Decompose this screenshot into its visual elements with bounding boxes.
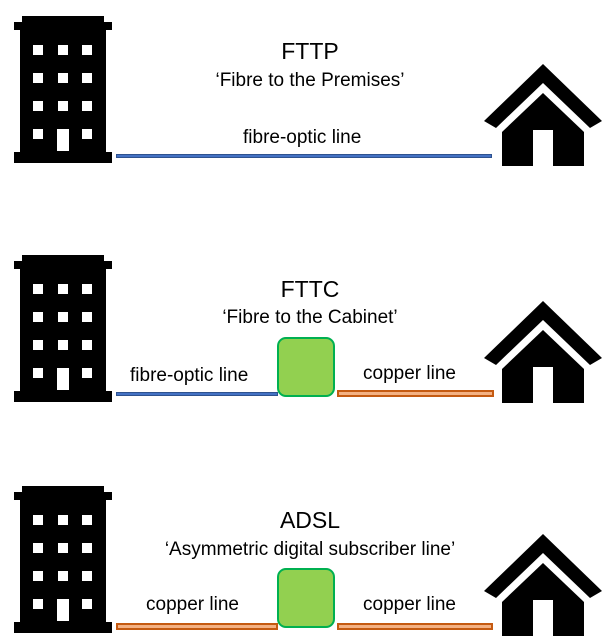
diagram-title: ADSL — [279, 507, 341, 533]
diagram-title: FTTC — [280, 276, 340, 302]
cabinet-box — [277, 568, 335, 628]
diagram-subtitle: ‘Fibre to the Cabinet’ — [222, 307, 398, 328]
fibre-optic-line — [116, 154, 492, 158]
line-label-copper-right: copper line — [363, 594, 456, 615]
line-label-copper: copper line — [363, 363, 456, 384]
line-label-fibre: fibre-optic line — [243, 127, 362, 148]
cabinet-box — [277, 337, 335, 397]
line-label-fibre: fibre-optic line — [130, 365, 249, 386]
house-icon — [484, 64, 602, 166]
house-icon — [484, 301, 602, 403]
copper-line-left — [116, 623, 278, 630]
office-building-icon — [14, 16, 112, 163]
fibre-optic-line — [116, 392, 278, 396]
office-building-icon — [14, 255, 112, 402]
copper-line-right — [337, 623, 493, 630]
house-icon — [484, 534, 602, 636]
line-label-copper-left: copper line — [146, 594, 239, 615]
diagram-subtitle: ‘Fibre to the Premises’ — [215, 70, 405, 91]
fttc-panel: FTTC ‘Fibre to the Cabinet’ fibre-optic … — [0, 240, 613, 410]
office-building-icon — [14, 486, 112, 633]
fttp-panel: FTTP ‘Fibre to the Premises’ fibre-optic… — [0, 0, 613, 200]
copper-line — [337, 390, 494, 397]
diagram-title: FTTP — [281, 38, 339, 64]
adsl-panel: ADSL ‘Asymmetric digital subscriber line… — [0, 470, 613, 644]
diagram-subtitle: ‘Asymmetric digital subscriber line’ — [164, 539, 456, 560]
